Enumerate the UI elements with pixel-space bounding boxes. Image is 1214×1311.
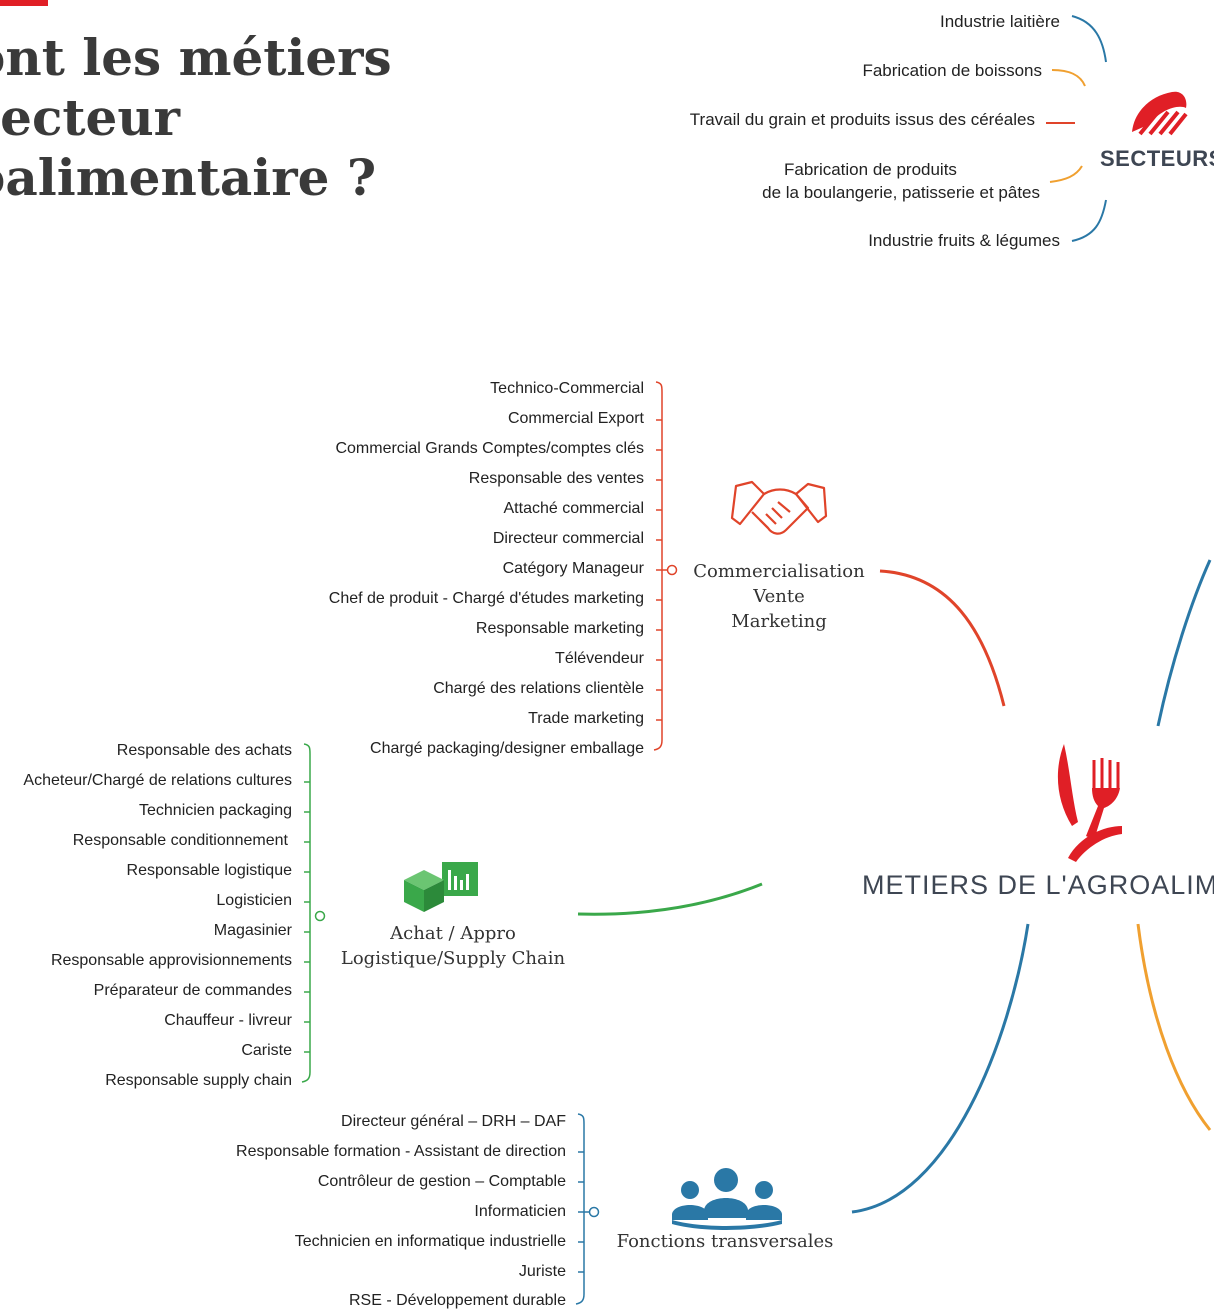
branch-label-line: Marketing bbox=[731, 611, 827, 632]
title-line-1: ont les métiers bbox=[0, 28, 392, 87]
job-item: Directeur commercial bbox=[492, 530, 644, 547]
job-item: Responsable supply chain bbox=[105, 1072, 292, 1089]
job-item: Logisticien bbox=[216, 892, 292, 909]
job-item: Responsable logistique bbox=[126, 862, 292, 879]
job-item: Technicien en informatique industrielle bbox=[294, 1233, 566, 1250]
job-item: Responsable des achats bbox=[116, 742, 292, 759]
job-item: Cariste bbox=[241, 1042, 292, 1059]
job-item: Magasinier bbox=[213, 922, 292, 939]
job-item: RSE - Développement durable bbox=[348, 1292, 566, 1309]
center-label: METIERS DE L'AGROALIME bbox=[862, 870, 1214, 900]
job-item: Responsable marketing bbox=[475, 620, 644, 637]
branch-label-line: Vente bbox=[753, 586, 805, 607]
job-item: Technico-Commercial bbox=[490, 380, 644, 397]
job-item: Responsable approvisionnements bbox=[50, 952, 292, 969]
branch-commercialisation-label: Commercialisation Vente Marketing bbox=[692, 559, 866, 634]
branch-logistique-label: Achat / Appro Logistique/Supply Chain bbox=[336, 921, 570, 971]
job-item: Chargé des relations clientèle bbox=[433, 680, 644, 697]
sector-item: Fabrication de produits bbox=[784, 160, 957, 179]
title-line-3: oalimentaire ? bbox=[0, 148, 377, 207]
sector-item: Industrie fruits & légumes bbox=[868, 231, 1060, 250]
job-item: Commercial Export bbox=[507, 410, 644, 427]
job-item: Juriste bbox=[518, 1263, 566, 1280]
job-item: Catégory Manageur bbox=[502, 560, 644, 577]
secteurs-label: SECTEURS bbox=[1100, 146, 1214, 171]
job-item: Attaché commercial bbox=[503, 500, 645, 517]
fork-knife-logo-icon bbox=[1057, 744, 1122, 862]
job-item: Informaticien bbox=[474, 1203, 566, 1220]
branch-label-line: Commercialisation bbox=[693, 561, 865, 582]
job-item: Chef de produit - Chargé d'études market… bbox=[328, 590, 644, 607]
job-item: Responsable conditionnement bbox=[72, 832, 288, 849]
people-group-icon bbox=[672, 1168, 782, 1230]
sector-item: de la boulangerie, patisserie et pâtes bbox=[762, 183, 1040, 202]
branch-label-line: Logistique/Supply Chain bbox=[340, 948, 566, 969]
job-item: Commercial Grands Comptes/comptes clés bbox=[335, 440, 644, 457]
job-item: Chauffeur - livreur bbox=[164, 1012, 292, 1029]
job-item: Chargé packaging/designer emballage bbox=[370, 740, 644, 757]
job-item: Technicien packaging bbox=[139, 802, 292, 819]
branch-label-line: Achat / Appro bbox=[390, 923, 516, 944]
job-item: Télévendeur bbox=[555, 650, 644, 667]
job-item: Responsable formation - Assistant de dir… bbox=[236, 1143, 566, 1160]
handshake-icon bbox=[730, 480, 828, 535]
accent-bar bbox=[0, 0, 48, 6]
sector-item: Industrie laitière bbox=[939, 12, 1060, 31]
sector-item: Fabrication de boissons bbox=[862, 61, 1042, 80]
job-item: Trade marketing bbox=[528, 710, 644, 727]
sector-item: Travail du grain et produits issus des c… bbox=[689, 110, 1035, 129]
job-item: Directeur général – DRH – DAF bbox=[341, 1113, 566, 1130]
job-item: Préparateur de commandes bbox=[93, 982, 292, 999]
job-item: Contrôleur de gestion – Comptable bbox=[317, 1173, 566, 1190]
job-item: Acheteur/Chargé de relations cultures bbox=[23, 772, 292, 789]
boxes-chart-icon bbox=[404, 862, 478, 912]
job-item: Responsable des ventes bbox=[468, 470, 644, 487]
branch-transversales-label: Fonctions transversales bbox=[616, 1231, 834, 1252]
secteurs-logo-icon bbox=[1132, 91, 1188, 136]
